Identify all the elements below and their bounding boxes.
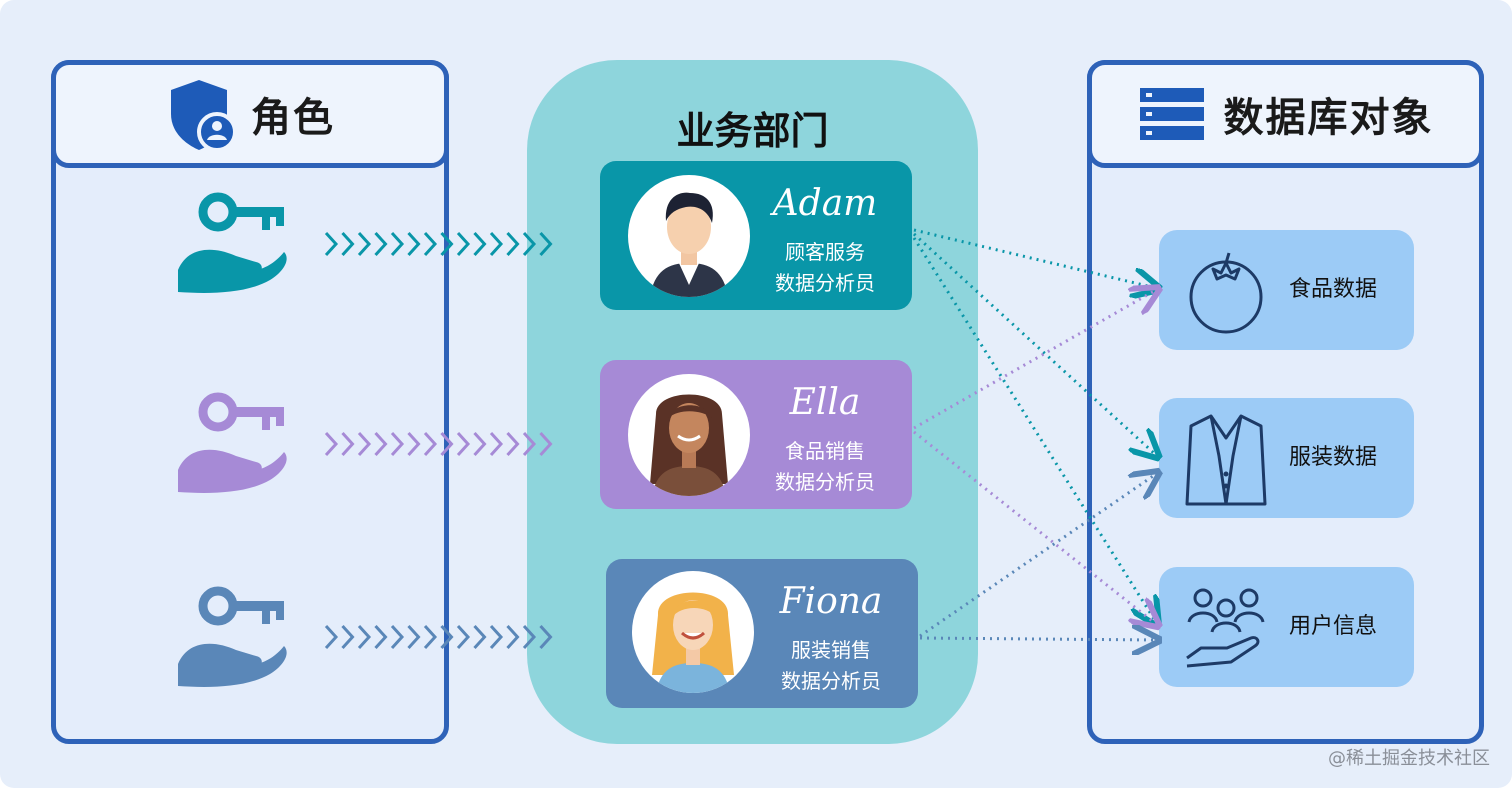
- person-role: 顾客服务 数据分析员: [750, 237, 900, 299]
- chevron-arrows-steel: [324, 624, 553, 650]
- suit-jacket-icon: [1185, 414, 1267, 506]
- chevron-mark: [506, 431, 520, 457]
- chevron-mark: [440, 624, 454, 650]
- person-role: 食品销售 数据分析员: [750, 436, 900, 498]
- avatar: [628, 374, 750, 496]
- role-line-2: 数据分析员: [775, 470, 875, 494]
- man-avatar-icon: [650, 192, 728, 297]
- chevron-mark: [324, 431, 339, 457]
- connectors-ella: [913, 290, 1156, 624]
- chevron-mark: [390, 231, 405, 257]
- db-object-label: 服装数据: [1289, 445, 1378, 470]
- chevron-mark: [522, 231, 537, 257]
- chevron-mark: [423, 231, 438, 257]
- chevron-mark: [489, 624, 504, 650]
- db-object-label: 食品数据: [1289, 277, 1378, 302]
- chevron-mark: [423, 624, 438, 650]
- tomato-icon: [1189, 252, 1263, 334]
- chevron-mark: [341, 624, 355, 650]
- chevron-mark: [489, 231, 504, 257]
- person-card-ella[interactable]: Ella 食品销售 数据分析员: [600, 360, 912, 509]
- chevron-mark: [539, 624, 553, 650]
- role-line-2: 数据分析员: [775, 271, 875, 295]
- shield-user-icon: [171, 80, 237, 152]
- objects-panel-title: 数据库对象: [1223, 95, 1434, 141]
- chevron-mark: [390, 624, 405, 650]
- chevron-mark: [407, 624, 421, 650]
- chevron-mark: [357, 624, 372, 650]
- chevron-mark: [489, 431, 504, 457]
- objects-panel-header: 数据库对象: [1087, 60, 1484, 168]
- chevron-mark: [407, 231, 421, 257]
- chevron-mark: [456, 431, 471, 457]
- chevron-mark: [522, 431, 537, 457]
- connectors-adam: [912, 228, 1156, 622]
- chevron-mark: [473, 231, 487, 257]
- db-object-users[interactable]: 用户信息: [1159, 567, 1414, 687]
- watermark: @稀土掘金技术社区: [1328, 748, 1490, 769]
- avatar: [632, 571, 754, 693]
- role-line-1: 食品销售: [785, 439, 865, 463]
- key-hand-icon-teal: [178, 192, 287, 293]
- key-hand-icon-purple: [178, 392, 287, 493]
- roles-panel-title: 角色: [251, 95, 335, 141]
- chevron-mark: [440, 431, 454, 457]
- person-card-fiona[interactable]: Fiona 服装销售 数据分析员: [606, 559, 918, 708]
- chevron-mark: [390, 431, 405, 457]
- db-object-label: 用户信息: [1289, 614, 1378, 639]
- chevron-mark: [374, 231, 388, 257]
- departments-panel-title: 业务部门: [676, 109, 829, 153]
- chevron-mark: [539, 431, 553, 457]
- role-line-1: 顾客服务: [785, 240, 865, 264]
- person-card-adam[interactable]: Adam 顾客服务 数据分析员: [600, 161, 912, 310]
- chevron-mark: [407, 431, 421, 457]
- db-object-food[interactable]: 食品数据: [1159, 230, 1414, 350]
- chevron-mark: [440, 231, 454, 257]
- roles-panel-header: 角色: [51, 60, 449, 168]
- chevron-mark: [522, 624, 537, 650]
- key-hand-icon-steel: [178, 586, 287, 687]
- chevron-mark: [357, 231, 372, 257]
- role-line-1: 服装销售: [791, 638, 871, 662]
- person-role: 服装销售 数据分析员: [756, 635, 906, 697]
- chevron-mark: [324, 624, 339, 650]
- role-line-2: 数据分析员: [781, 669, 881, 693]
- chevron-mark: [506, 231, 520, 257]
- chevron-mark: [473, 624, 487, 650]
- server-stack-icon: [1139, 88, 1204, 140]
- chevron-mark: [341, 431, 355, 457]
- chevron-arrows-purple: [324, 431, 553, 457]
- person-name: Adam: [772, 183, 878, 224]
- chevron-mark: [473, 431, 487, 457]
- chevron-mark: [506, 624, 520, 650]
- chevron-mark: [539, 231, 553, 257]
- woman-blonde-avatar-icon: [652, 592, 734, 693]
- users-hand-icon: [1186, 588, 1265, 668]
- chevron-mark: [456, 231, 471, 257]
- chevron-mark: [423, 431, 438, 457]
- avatar: [628, 175, 750, 297]
- woman-avatar-icon: [650, 394, 728, 496]
- person-name: Ella: [789, 382, 861, 423]
- chevron-mark: [357, 431, 372, 457]
- person-name: Fiona: [779, 581, 883, 622]
- roles-panel: 角色: [51, 60, 449, 744]
- chevron-mark: [341, 231, 355, 257]
- chevron-mark: [456, 624, 471, 650]
- connectors-fiona: [919, 474, 1156, 640]
- chevron-mark: [324, 231, 339, 257]
- chevron-mark: [374, 431, 388, 457]
- chevron-mark: [374, 624, 388, 650]
- chevron-arrows-teal: [324, 231, 553, 257]
- db-object-clothing[interactable]: 服装数据: [1159, 398, 1414, 518]
